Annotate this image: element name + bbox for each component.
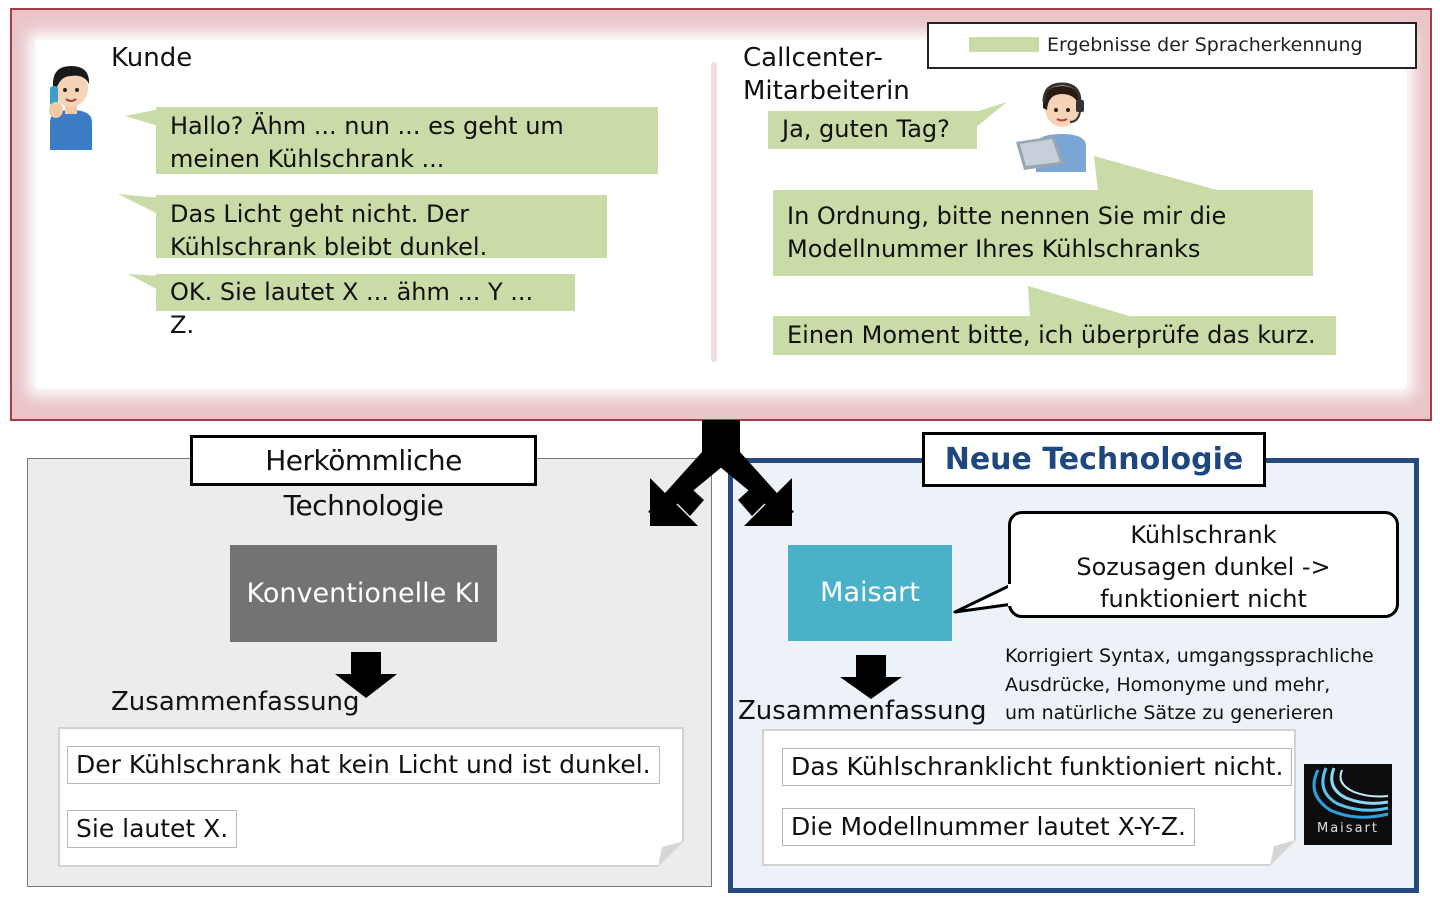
customer-utterance-2: Das Licht geht nicht. Der Kühlschrank bl… (156, 195, 607, 261)
agent-avatar-icon (1014, 80, 1094, 172)
bubble-tail (125, 108, 165, 128)
agent-label: Callcenter- Mitarbeiterin (743, 42, 910, 108)
callout-line-3: funktioniert nicht (1100, 585, 1307, 613)
new-technology-title: Neue Technologie (922, 432, 1266, 487)
callout-line-1: Kühlschrank (1130, 521, 1277, 549)
agent-utterance-1: Ja, guten Tag? (768, 111, 977, 149)
agent-utterance-1-text: Ja, guten Tag? (782, 115, 950, 143)
agent-label-line-1: Callcenter- (743, 43, 883, 73)
legend-swatch (969, 37, 1039, 52)
new-summary-label: Zusammenfassung (738, 696, 987, 726)
customer-avatar-icon (44, 60, 98, 150)
customer-utterance-1: Hallo? Ähm ... nun ... es geht um meinen… (156, 107, 658, 174)
bubble-tail (128, 274, 162, 292)
callout-tail-mask (1008, 584, 1016, 606)
page-curl-icon (658, 841, 684, 867)
conversation-divider (711, 62, 717, 362)
maisart-logo-text: Maisart (1317, 821, 1379, 836)
new-summary-item-2: Die Modellnummer lautet X-Y-Z. (782, 808, 1195, 846)
bubble-tail (1094, 156, 1224, 192)
correction-line-2: Ausdrücke, Homonyme und mehr, (1005, 673, 1331, 696)
agent-label-line-2: Mitarbeiterin (743, 76, 910, 106)
agent-utterance-3: Einen Moment bitte, ich überprüfe das ku… (773, 316, 1336, 355)
down-arrow-icon (335, 652, 397, 698)
page-curl-icon (1270, 840, 1296, 866)
customer-utterance-3: OK. Sie lautet X ... ähm ... Y ... Z. (156, 274, 575, 339)
bubble-tail (975, 102, 1007, 128)
customer-label: Kunde (111, 43, 193, 73)
maisart-logo-swoosh-icon (1312, 767, 1389, 819)
correction-line-1: Korrigiert Syntax, umgangssprachliche (1005, 645, 1374, 667)
conventional-summary-label: Zusammenfassung (111, 687, 360, 717)
new-summary-item-1: Das Kühlschranklicht funktioniert nicht. (782, 748, 1293, 786)
customer-utterance-2-text: Das Licht geht nicht. Der Kühlschrank bl… (170, 200, 488, 261)
legend-text: Ergebnisse der Spracherkennung (1047, 34, 1363, 56)
callout-line-2: Sozusagen dunkel -> (1076, 553, 1331, 581)
correction-description: Korrigiert Syntax, umgangssprachliche Au… (1005, 642, 1425, 728)
agent-utterance-3-text: Einen Moment bitte, ich überprüfe das ku… (787, 321, 1316, 349)
customer-utterance-3-text: OK. Sie lautet X ... ähm ... Y ... Z. (170, 278, 534, 339)
bubble-tail (1028, 286, 1136, 318)
down-arrow-icon (840, 655, 902, 699)
conventional-ai-box: Konventionelle KI (230, 545, 497, 642)
agent-utterance-2: In Ordnung, bitte nennen Sie mir die Mod… (773, 190, 1313, 276)
split-arrow-icon (648, 420, 794, 526)
conventional-summary-item-2: Sie lautet X. (67, 810, 238, 848)
correction-line-3: um natürliche Sätze zu generieren (1005, 702, 1334, 724)
agent-utterance-2-text: In Ordnung, bitte nennen Sie mir die Mod… (787, 202, 1227, 263)
conventional-summary-item-1: Der Kühlschrank hat kein Licht und ist d… (67, 746, 660, 784)
maisart-callout: Kühlschrank Sozusagen dunkel -> funktion… (1008, 511, 1399, 618)
maisart-logo: Maisart (1304, 764, 1392, 845)
legend: Ergebnisse der Spracherkennung (927, 22, 1417, 69)
customer-utterance-1-text: Hallo? Ähm ... nun ... es geht um meinen… (170, 112, 564, 173)
bubble-tail (118, 194, 162, 216)
conventional-title: Herkömmliche Technologie (190, 435, 537, 522)
maisart-box: Maisart (788, 545, 952, 641)
